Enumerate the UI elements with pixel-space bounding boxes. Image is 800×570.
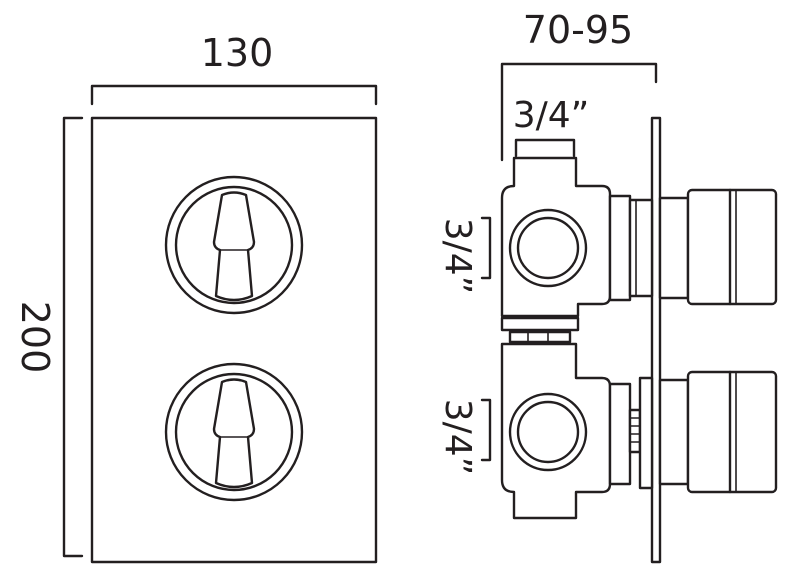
- depth-dimension: 70-95: [500, 8, 658, 162]
- width-dimension: 130: [90, 31, 378, 106]
- upper-valve-body: [500, 156, 654, 318]
- upper-inlet-label: 3/4”: [437, 218, 478, 295]
- top-inlet-dimension: 3/4”: [513, 95, 590, 158]
- upper-control-knob: [164, 175, 304, 315]
- front-view: 130 200: [13, 31, 378, 564]
- lower-inlet-dimension: 3/4”: [437, 399, 492, 476]
- depth-label: 70-95: [523, 8, 633, 52]
- face-plate: [90, 116, 378, 564]
- wall-plate: [650, 116, 662, 564]
- lower-inlet-label: 3/4”: [437, 399, 478, 476]
- side-view: 70-95 3/4” 3/4” 3/4”: [437, 8, 778, 564]
- width-label: 130: [201, 31, 274, 75]
- top-inlet-label: 3/4”: [513, 95, 590, 136]
- height-label: 200: [13, 301, 57, 374]
- upper-handle: [658, 188, 778, 306]
- connector: [500, 316, 580, 344]
- lower-valve-body: [500, 342, 654, 520]
- lower-handle: [658, 370, 778, 494]
- upper-inlet-dimension: 3/4”: [437, 216, 492, 295]
- lower-control-knob: [164, 362, 304, 502]
- height-dimension: 200: [13, 116, 84, 558]
